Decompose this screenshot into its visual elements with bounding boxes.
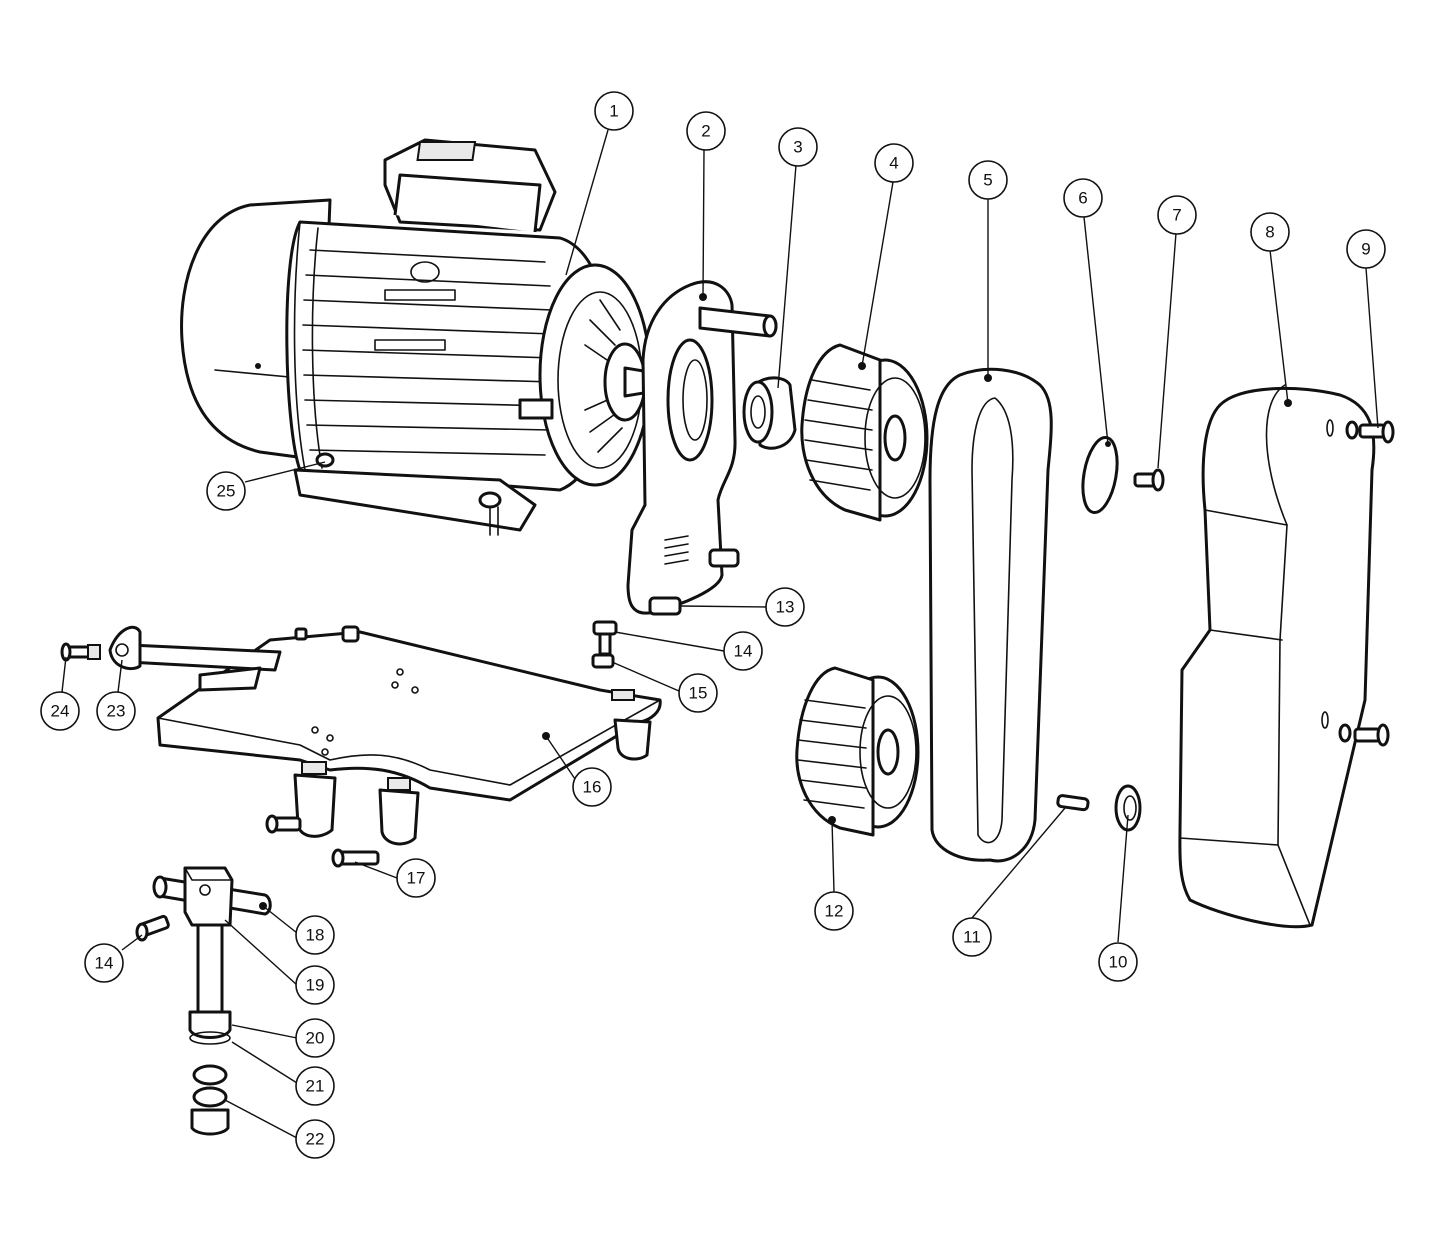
callout-label: 8: [1265, 223, 1274, 242]
callout-label: 7: [1172, 206, 1181, 225]
callout-label: 24: [51, 702, 70, 721]
pulley-washer: [1081, 435, 1119, 515]
callout-25: 25: [206, 471, 246, 511]
callout-label: 25: [217, 482, 236, 501]
callout-label: 22: [306, 1130, 325, 1149]
callout-17: 17: [396, 858, 436, 898]
callout-label: 4: [889, 154, 898, 173]
callout-9: 9: [1346, 229, 1386, 269]
electric-motor: [180, 138, 652, 536]
lower-pulley: [795, 666, 920, 837]
callout-23: 23: [96, 691, 136, 731]
callout-22: 22: [295, 1119, 335, 1159]
callout-1: 1: [594, 91, 634, 131]
leader-lines: [61, 129, 1379, 1139]
belt-guard: [1178, 384, 1376, 929]
callout-16: 16: [572, 767, 612, 807]
callout-label: 12: [825, 902, 844, 921]
callout-15: 15: [678, 673, 718, 713]
tow-bar-bolt: [60, 642, 101, 662]
callout-3: 3: [778, 127, 818, 167]
callout-14-lower: 14: [84, 943, 124, 983]
callout-12: 12: [814, 891, 854, 931]
callout-label: 18: [306, 926, 325, 945]
callout-18: 18: [295, 915, 335, 955]
callout-label: 16: [583, 778, 602, 797]
callout-label: 3: [793, 138, 802, 157]
callout-11: 11: [952, 917, 992, 957]
base-plate: [108, 625, 662, 868]
callout-label: 2: [701, 122, 710, 141]
callout-10: 10: [1098, 942, 1138, 982]
callout-label: 14: [95, 954, 114, 973]
callout-label: 14: [734, 642, 753, 661]
callout-label: 6: [1078, 189, 1087, 208]
hex-nut: [591, 653, 615, 669]
motor-mounting-plate: [626, 280, 778, 616]
clamp-washer: [1114, 784, 1142, 832]
callout-label: 21: [306, 1077, 325, 1096]
callout-label: 15: [689, 684, 708, 703]
callout-14-upper: 14: [723, 631, 763, 671]
callout-label: 23: [107, 702, 126, 721]
callout-20: 20: [295, 1018, 335, 1058]
callout-13: 13: [765, 587, 805, 627]
callout-5: 5: [968, 160, 1008, 200]
taper-bush: [742, 376, 797, 450]
callout-label: 9: [1361, 240, 1370, 259]
callout-6: 6: [1063, 178, 1103, 218]
callout-label: 11: [963, 928, 981, 947]
guard-screw-top: [1345, 420, 1395, 444]
callout-8: 8: [1250, 212, 1290, 252]
callout-7: 7: [1157, 195, 1197, 235]
shaft-key: [1056, 794, 1090, 812]
upper-pulley: [800, 343, 929, 522]
callout-label: 5: [983, 171, 992, 190]
callout-4: 4: [874, 143, 914, 183]
callout-2: 2: [686, 111, 726, 151]
callout-24: 24: [40, 691, 80, 731]
callout-label: 17: [407, 869, 426, 888]
hex-bolt: [592, 620, 618, 656]
callout-label: 20: [306, 1029, 325, 1048]
callout-label: 1: [609, 102, 618, 121]
callout-label: 19: [306, 976, 325, 995]
callout-label: 13: [776, 598, 795, 617]
washer-bolt: [1133, 468, 1165, 492]
callout-21: 21: [295, 1066, 335, 1106]
callout-19: 19: [295, 965, 335, 1005]
guard-screw-bottom: [1338, 723, 1390, 747]
caster-assembly: [135, 866, 272, 1136]
timing-belt: [928, 367, 1053, 863]
callout-label: 10: [1109, 953, 1128, 972]
